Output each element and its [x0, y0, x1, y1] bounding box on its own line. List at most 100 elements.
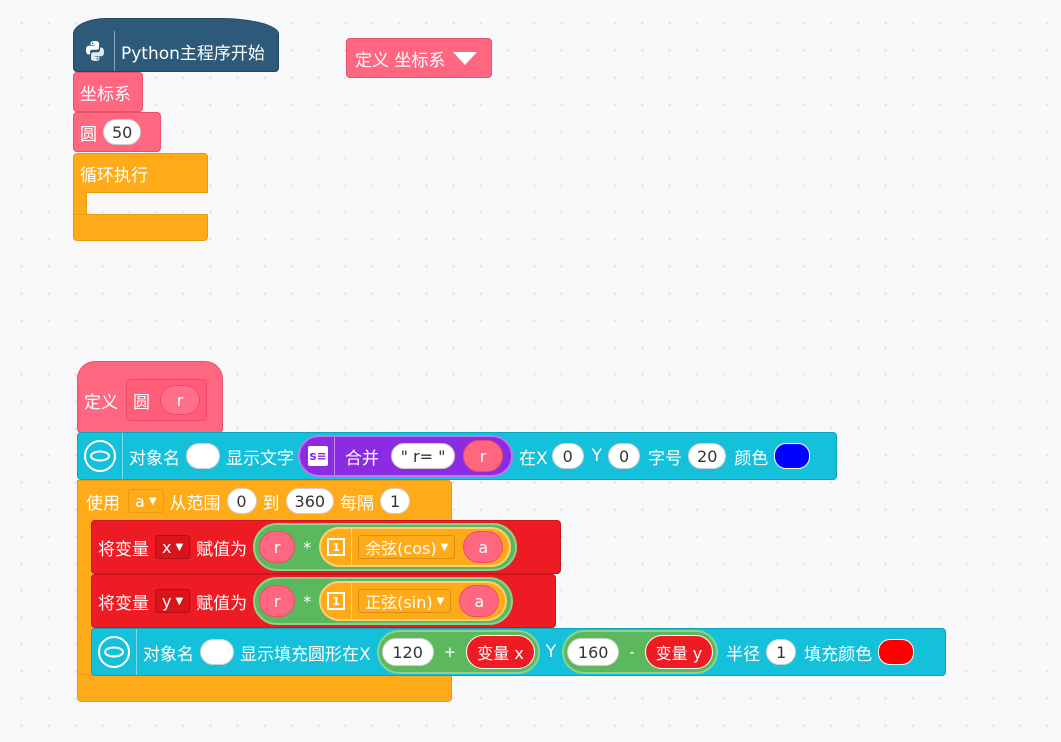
show-filled-circle-block[interactable]: 对象名 显示填充圆形在X 120 + 变量 x Y 160 - 变量 y 半径 … [91, 628, 946, 676]
x-label: 在X [519, 448, 548, 469]
range-step-input[interactable]: 1 [380, 488, 411, 514]
param-r[interactable]: r [160, 385, 200, 415]
y-input[interactable]: 0 [608, 443, 641, 469]
math-function-icon: 1 [327, 592, 346, 610]
show-text-label: 显示文字 [226, 448, 294, 469]
for-range-footer [77, 674, 452, 702]
assign-label: 赋值为 [196, 539, 248, 560]
x-offset-input[interactable]: 120 [381, 638, 434, 666]
divider [334, 437, 335, 475]
multiply-block-x[interactable]: r * 1 余弦(cos)▼ a [253, 523, 518, 571]
fill-color-label: 填充颜色 [804, 644, 873, 665]
loop-variable-value: a [135, 491, 145, 511]
math-function-icon: 1 [327, 538, 346, 556]
var-a-reporter[interactable]: a [459, 585, 500, 617]
loop-variable-dropdown[interactable]: a▼ [128, 489, 164, 513]
math-function-value: 正弦(sin) [365, 593, 433, 612]
variable-x-dropdown[interactable]: x▼ [155, 535, 191, 559]
variable-x-reporter[interactable]: 变量 x [466, 635, 535, 669]
show-filled-circle-label: 显示填充圆形在X [240, 644, 371, 665]
divider [122, 433, 123, 479]
python-start-label: Python主程序开始 [121, 43, 265, 64]
divider [136, 629, 137, 675]
add-block[interactable]: 120 + 变量 x [376, 630, 540, 674]
var-r-reporter[interactable]: r [259, 585, 296, 617]
y-label: Y [545, 642, 557, 662]
show-text-block[interactable]: 对象名 显示文字 s≡ 合并 " r= " r 在X 0 Y 0 字号 20 颜… [77, 432, 837, 480]
range-end-input[interactable]: 360 [285, 488, 335, 514]
for-range-loop-block[interactable]: 使用 a▼ 从范围 0 到 360 每隔 1 [77, 480, 452, 522]
define-circle-signature: 圆 r [126, 379, 207, 421]
minus-operator: - [629, 643, 635, 661]
chevron-down-icon: ▼ [148, 495, 157, 507]
divider [351, 583, 353, 619]
divider [351, 529, 353, 565]
multiply-block-y[interactable]: r * 1 正弦(sin)▼ a [253, 577, 514, 625]
set-variable-label: 将变量 [98, 593, 149, 614]
x-input[interactable]: 0 [551, 443, 584, 469]
cos-block[interactable]: 1 余弦(cos)▼ a [319, 527, 512, 567]
divider [114, 31, 115, 71]
call-coordinate-label: 坐标系 [80, 84, 131, 105]
math-function-value: 余弦(cos) [365, 539, 437, 558]
join-label: 合并 [345, 448, 379, 469]
math-function-dropdown[interactable]: 余弦(cos)▼ [358, 535, 456, 559]
define-circle-hat-block[interactable]: 定义 圆 r [77, 361, 223, 433]
chevron-down-icon: ▼ [175, 595, 184, 607]
string-literal-input[interactable]: " r= " [391, 443, 455, 469]
step-label: 每隔 [340, 493, 375, 514]
define-circle-name: 圆 [133, 392, 150, 413]
object-name-input[interactable] [186, 443, 220, 469]
python-logo-icon [82, 38, 108, 64]
subtract-block[interactable]: 160 - 变量 y [562, 630, 719, 674]
multiply-operator: * [303, 591, 312, 611]
var-a-reporter[interactable]: a [463, 531, 504, 563]
font-size-label: 字号 [648, 448, 683, 469]
color-label: 颜色 [734, 448, 769, 469]
define-coordinate-hat-block[interactable]: 定义 坐标系 [346, 38, 492, 78]
y-offset-input[interactable]: 160 [567, 638, 620, 666]
call-circle-label: 圆 [80, 124, 97, 145]
variable-y-value: y [162, 591, 172, 611]
forever-loop-footer [73, 214, 208, 241]
define-label: 定义 [84, 392, 118, 413]
set-variable-x-block[interactable]: 将变量 x▼ 赋值为 r * 1 余弦(cos)▼ a [91, 520, 561, 574]
font-size-input[interactable]: 20 [688, 443, 727, 469]
define-coordinate-label: 定义 坐标系 [355, 50, 446, 71]
object-name-label: 对象名 [129, 448, 180, 469]
assign-label: 赋值为 [196, 593, 248, 614]
y-label: Y [591, 446, 603, 466]
radius-label: 半径 [726, 644, 761, 665]
fill-color-swatch[interactable] [878, 639, 915, 665]
forever-loop-block[interactable]: 循环执行 [73, 153, 208, 193]
from-range-label: 从范围 [169, 493, 221, 514]
chevron-down-icon: ▼ [436, 595, 445, 607]
multiply-operator: * [303, 537, 312, 557]
var-r-reporter[interactable]: r [259, 531, 296, 563]
sin-block[interactable]: 1 正弦(sin)▼ a [319, 581, 508, 621]
join-text-block[interactable]: s≡ 合并 " r= " r [298, 435, 513, 477]
variable-y-reporter[interactable]: 变量 y [644, 635, 714, 669]
plus-operator: + [443, 643, 457, 661]
forever-loop-label: 循环执行 [80, 165, 148, 186]
variable-y-dropdown[interactable]: y▼ [155, 589, 191, 613]
range-start-input[interactable]: 0 [226, 488, 257, 514]
var-r-reporter[interactable]: r [463, 440, 503, 472]
python-start-hat-block[interactable]: Python主程序开始 [73, 18, 279, 72]
circle-radius-input[interactable]: 50 [103, 119, 142, 145]
display-object-icon [84, 440, 116, 472]
call-coordinate-system-block[interactable]: 坐标系 [73, 72, 143, 112]
object-name-input[interactable] [200, 639, 234, 665]
text-color-swatch[interactable] [774, 443, 811, 469]
radius-input[interactable]: 1 [766, 639, 797, 665]
chevron-down-icon: ▼ [175, 541, 184, 553]
math-function-dropdown[interactable]: 正弦(sin)▼ [358, 589, 452, 613]
set-variable-y-block[interactable]: 将变量 y▼ 赋值为 r * 1 正弦(sin)▼ a [91, 574, 556, 628]
collapse-triangle-icon[interactable] [453, 51, 478, 65]
join-text-icon: s≡ [308, 446, 328, 466]
to-label: 到 [262, 493, 280, 514]
set-variable-label: 将变量 [98, 539, 149, 560]
use-label: 使用 [86, 493, 120, 514]
chevron-down-icon: ▼ [440, 541, 449, 553]
call-circle-block[interactable]: 圆 50 [73, 112, 161, 152]
